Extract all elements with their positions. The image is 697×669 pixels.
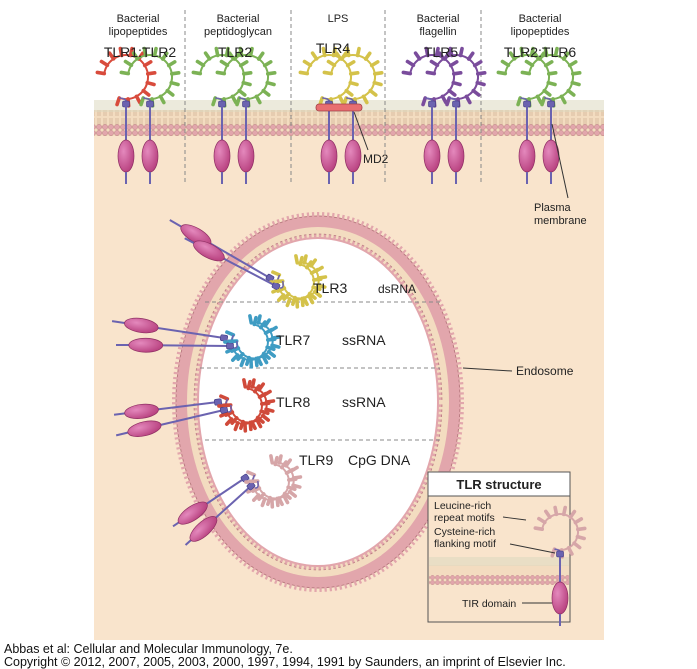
lrr-label-2: repeat motifs bbox=[434, 512, 495, 524]
endo-ligand-tlr7: ssRNA bbox=[342, 332, 386, 348]
structure-title: TLR structure bbox=[456, 477, 541, 492]
tlr7-receptor bbox=[111, 314, 282, 369]
tir-domain bbox=[111, 317, 225, 339]
ectodomain bbox=[298, 46, 360, 108]
tir-domain bbox=[213, 106, 231, 184]
tir-domain bbox=[542, 106, 560, 184]
tir-domain bbox=[115, 337, 231, 353]
tir-domain bbox=[518, 106, 536, 184]
md2-protein bbox=[315, 103, 369, 151]
md2-label: MD2 bbox=[363, 152, 389, 166]
receptor-label-tlr2: TLR2 bbox=[218, 44, 252, 60]
ectodomain bbox=[401, 46, 463, 108]
inset-ectodomain bbox=[533, 505, 587, 559]
surface-dividers bbox=[184, 10, 482, 185]
tir-domain bbox=[320, 106, 338, 184]
receptor-label-tlr5: TLR5 bbox=[424, 44, 458, 60]
tlr3-receptor bbox=[169, 219, 328, 309]
tlr2-tlr6-dimer bbox=[496, 46, 582, 184]
endo-label-tlr3: TLR3 bbox=[313, 280, 347, 296]
plasma-membrane-label-2: membrane bbox=[534, 215, 587, 227]
tlr1-tlr2-dimer bbox=[95, 46, 181, 184]
caption-line-1: Abbas et al: Cellular and Molecular Immu… bbox=[4, 642, 293, 656]
tir-label: TIR domain bbox=[462, 598, 516, 610]
tir-domain bbox=[237, 106, 255, 184]
cys-label-2: flanking motif bbox=[434, 538, 496, 550]
tlr-diagram: Bacterial lipopeptides Bacterial peptido… bbox=[94, 10, 604, 640]
tir-domain bbox=[184, 485, 252, 546]
tir-domain bbox=[141, 106, 159, 184]
ligand-label-5a: Bacterial bbox=[519, 13, 562, 25]
cys-label-1: Cysteine-rich bbox=[434, 526, 495, 538]
tlr4-dimer bbox=[298, 46, 384, 184]
endo-ligand-tlr9: CpG DNA bbox=[348, 452, 411, 468]
inset-tir-domain bbox=[551, 557, 569, 626]
endosome-label: Endosome bbox=[516, 364, 574, 378]
plasma-membrane bbox=[94, 110, 604, 136]
tir-domain bbox=[447, 106, 465, 184]
receptor-label-tlr2-tlr6: TLR2:TLR6 bbox=[504, 44, 577, 60]
endo-ligand-tlr3: dsRNA bbox=[378, 282, 416, 296]
plasma-membrane-label-1: Plasma bbox=[534, 202, 572, 214]
ectodomain bbox=[221, 378, 276, 432]
tlr-structure-inset bbox=[427, 471, 571, 623]
ligand-label-1a: Bacterial bbox=[117, 13, 160, 25]
ligand-label-3a: LPS bbox=[328, 13, 349, 25]
tlr2-dimer bbox=[191, 46, 277, 184]
receptor-label-tlr1-tlr2: TLR1:TLR2 bbox=[104, 44, 177, 60]
surface-receptors bbox=[95, 46, 582, 184]
ligand-label-1b: lipopeptides bbox=[109, 26, 168, 38]
ectodomain bbox=[248, 454, 303, 508]
ectodomain bbox=[322, 46, 384, 108]
plasma-membrane-pointer bbox=[551, 123, 569, 199]
ectodomain bbox=[496, 46, 558, 108]
receptor-label-tlr4: TLR4 bbox=[316, 40, 350, 56]
tir-domain bbox=[117, 106, 135, 184]
tir-domain bbox=[172, 477, 246, 528]
endo-ligand-tlr8: ssRNA bbox=[342, 394, 386, 410]
inset-receptor bbox=[533, 505, 587, 626]
ectodomain bbox=[119, 46, 181, 108]
ectodomain bbox=[95, 46, 157, 108]
endosomal-receptors bbox=[111, 219, 328, 546]
ectodomain bbox=[425, 46, 487, 108]
tir-domain bbox=[184, 237, 277, 287]
ligand-label-2b: peptidoglycan bbox=[204, 26, 272, 38]
lrr-label-1: Leucine-rich bbox=[434, 500, 491, 512]
endo-label-tlr9: TLR9 bbox=[299, 452, 333, 468]
tlr5-dimer bbox=[401, 46, 487, 184]
endosome-pointer bbox=[462, 367, 513, 372]
inset-pointers bbox=[502, 516, 556, 604]
tir-domain bbox=[423, 106, 441, 184]
ligand-label-5b: lipopeptides bbox=[511, 26, 570, 38]
endosome-dividers bbox=[200, 301, 442, 441]
tir-domain bbox=[113, 401, 219, 419]
ectodomain bbox=[227, 314, 282, 368]
endo-label-tlr7: TLR7 bbox=[276, 332, 310, 348]
tir-domain bbox=[344, 106, 362, 184]
caption-line-2: Copyright © 2012, 2007, 2005, 2003, 2000… bbox=[4, 655, 566, 669]
tir-domain bbox=[115, 409, 225, 437]
ligand-label-4a: Bacterial bbox=[417, 13, 460, 25]
tlr9-receptor bbox=[172, 454, 303, 546]
ligand-label-4b: flagellin bbox=[419, 26, 456, 38]
endo-label-tlr8: TLR8 bbox=[276, 394, 310, 410]
ligand-label-2a: Bacterial bbox=[217, 13, 260, 25]
ectodomain bbox=[273, 254, 328, 308]
tlr8-receptor bbox=[113, 378, 276, 437]
ectodomain bbox=[520, 46, 582, 108]
